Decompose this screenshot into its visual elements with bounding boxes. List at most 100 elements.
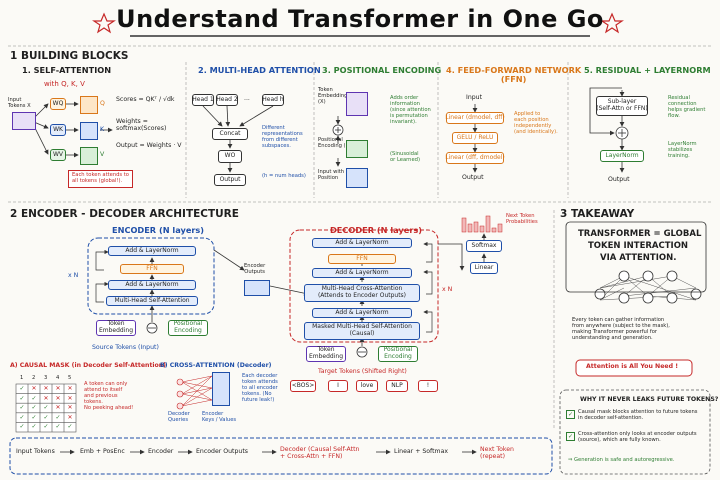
encoder-outputs-label: Encoder Outputs: [244, 263, 266, 275]
mask-blocked-cell: ✕: [55, 394, 61, 402]
multi-head-title: 2. MULTI-HEAD ATTENTION: [198, 65, 321, 75]
page-title: Understand Transformer in One Go: [116, 5, 604, 33]
encoder-ffn: FFN: [120, 264, 184, 274]
multi-head-heads-note: (h = num heads): [262, 173, 306, 179]
encoder-token-embedding: Token Embedding: [96, 320, 136, 336]
head-1-box: Head 1: [192, 94, 214, 106]
why-conclusion: ⇒ Generation is safe and autoregressive.: [568, 457, 675, 463]
mask-allowed-cell: ✓: [19, 423, 25, 431]
takeaway-line-2: TOKEN INTERACTION: [588, 241, 689, 251]
mask-col-4: 4: [56, 375, 60, 381]
self-attention-subtitle: with Q, K, V: [44, 80, 85, 88]
weights-formula: Weights = softmax(Scores): [116, 118, 167, 133]
wv-box: WV: [50, 149, 66, 161]
mask-allowed-cell: ✓: [67, 423, 73, 431]
takeaway-line-3: VIA ATTENTION.: [600, 253, 677, 263]
q-matrix: [80, 96, 98, 114]
token-embeddings-label: Token Embeddings (X): [318, 87, 351, 105]
positional-title: 3. POSITIONAL ENCODING: [322, 65, 442, 75]
input-with-position-label: Input with Position: [318, 169, 345, 181]
linear-box: Linear: [470, 262, 498, 274]
wo-box: WO: [218, 150, 242, 163]
mask-allowed-cell: ✓: [31, 394, 37, 402]
why-point-2: Cross-attention only looks at encoder ou…: [578, 431, 697, 443]
v-matrix: [80, 147, 98, 165]
residual-note-2: LayerNorm stabilizes training.: [668, 141, 697, 159]
ffn-output-label: Output: [462, 174, 484, 181]
causal-mask-grid: [15, 383, 77, 433]
mask-blocked-cell: ✕: [55, 385, 61, 392]
wq-box: WQ: [50, 98, 66, 110]
head-2-box: Head 2: [216, 94, 238, 106]
encoder-outputs-matrix: [244, 280, 270, 296]
ffn-linear-1: Linear (dmodel, dff): [445, 112, 505, 124]
section-2-label: 2 ENCODER - DECODER ARCHITECTURE: [10, 208, 239, 220]
self-attention-title: 1. SELF-ATTENTION: [22, 65, 112, 75]
encoder-mhsa: Multi-Head Self-Attention: [106, 296, 198, 306]
sublayer-box: Sub-layer (Self-Attn or FFN): [596, 96, 648, 116]
mask-allowed-cell: ✓: [55, 423, 61, 431]
residual-output-label: Output: [608, 176, 630, 183]
target-token: !: [418, 380, 438, 392]
mask-allowed-cell: ✓: [19, 394, 25, 402]
mask-blocked-cell: ✕: [31, 385, 37, 392]
k-matrix: [80, 122, 98, 140]
decoder-add-norm-2: Add & LayerNorm: [312, 268, 412, 278]
causal-mask-title: A) CAUSAL MASK (in Decoder Self-Attentio…: [10, 362, 167, 369]
pe-matrix: [346, 140, 368, 158]
mask-allowed-cell: ✓: [31, 423, 37, 431]
why-point-1: Causal mask blocks attention to future t…: [578, 409, 698, 421]
mask-col-1: 1: [20, 375, 24, 381]
residual-note: Residual connection helps gradient flow.: [668, 95, 706, 119]
next-token-probabilities-label: Next Token Probabilities: [506, 213, 538, 225]
encoder-add-norm-bottom: Add & LayerNorm: [108, 280, 196, 290]
ffn-input-label: Input: [466, 94, 483, 101]
takeaway-description: Every token can gather information from …: [572, 317, 670, 341]
mask-allowed-cell: ✓: [19, 413, 25, 421]
mask-blocked-cell: ✕: [43, 385, 49, 392]
mask-allowed-cell: ✓: [43, 413, 49, 421]
encoder-title: ENCODER (N layers): [112, 225, 205, 235]
head-h-box: Head h: [262, 94, 284, 106]
wk-box: WK: [50, 124, 66, 136]
check-icon: ✓: [566, 410, 575, 419]
target-tokens-label: Target Tokens (Shifted Right): [318, 368, 407, 375]
target-token: I: [328, 380, 348, 392]
mask-allowed-cell: ✓: [55, 413, 61, 421]
concat-box: Concat: [212, 128, 248, 140]
takeaway-line-1: TRANSFORMER = GLOBAL: [578, 229, 702, 239]
encoder-kv-matrix: [212, 372, 230, 406]
mask-blocked-cell: ✕: [67, 413, 73, 421]
flow-decoder: Decoder (Causal Self-Attn + Cross-Attn +…: [280, 446, 360, 461]
mask-allowed-cell: ✓: [31, 413, 37, 421]
mha-output-box: Output: [214, 174, 246, 186]
attention-banner: Attention is All You Need !: [586, 363, 679, 370]
positional-note-2: (Sinusoidal or Learned): [390, 151, 420, 163]
mask-blocked-cell: ✕: [55, 404, 61, 412]
mask-col-5: 5: [68, 375, 72, 381]
encoder-positional-encoding: Positional Encoding: [168, 320, 208, 336]
flow-encoder: Encoder: [148, 448, 174, 455]
flow-linear-softmax: Linear + Softmax: [394, 448, 449, 455]
softmax-box: Softmax: [466, 240, 502, 252]
q-label: Q: [100, 100, 105, 107]
decoder-ffn: FFN: [328, 254, 396, 264]
layernorm-box: LayerNorm: [600, 150, 644, 162]
decoder-token-embedding: Token Embedding: [306, 346, 346, 362]
encoder-add-norm-top: Add & LayerNorm: [108, 246, 196, 256]
flow-encoder-outputs: Encoder Outputs: [196, 448, 248, 455]
cross-attention-title: B) CROSS-ATTENTION (Decoder): [160, 362, 272, 369]
source-tokens-label: Source Tokens (Input): [92, 344, 159, 351]
k-label: K: [100, 126, 105, 133]
output-formula: Output = Weights · V: [116, 142, 182, 149]
target-token: love: [356, 380, 378, 392]
mask-allowed-cell: ✓: [19, 385, 25, 392]
target-token: <BOS>: [290, 380, 316, 392]
mask-blocked-cell: ✕: [43, 394, 49, 402]
residual-title: 5. RESIDUAL + LAYERNORM: [584, 65, 711, 75]
flow-next-token: Next Token (repeat): [480, 446, 514, 461]
scores-formula: Scores = QKᵀ / √dk: [116, 96, 175, 103]
mask-blocked-cell: ✕: [67, 394, 73, 402]
